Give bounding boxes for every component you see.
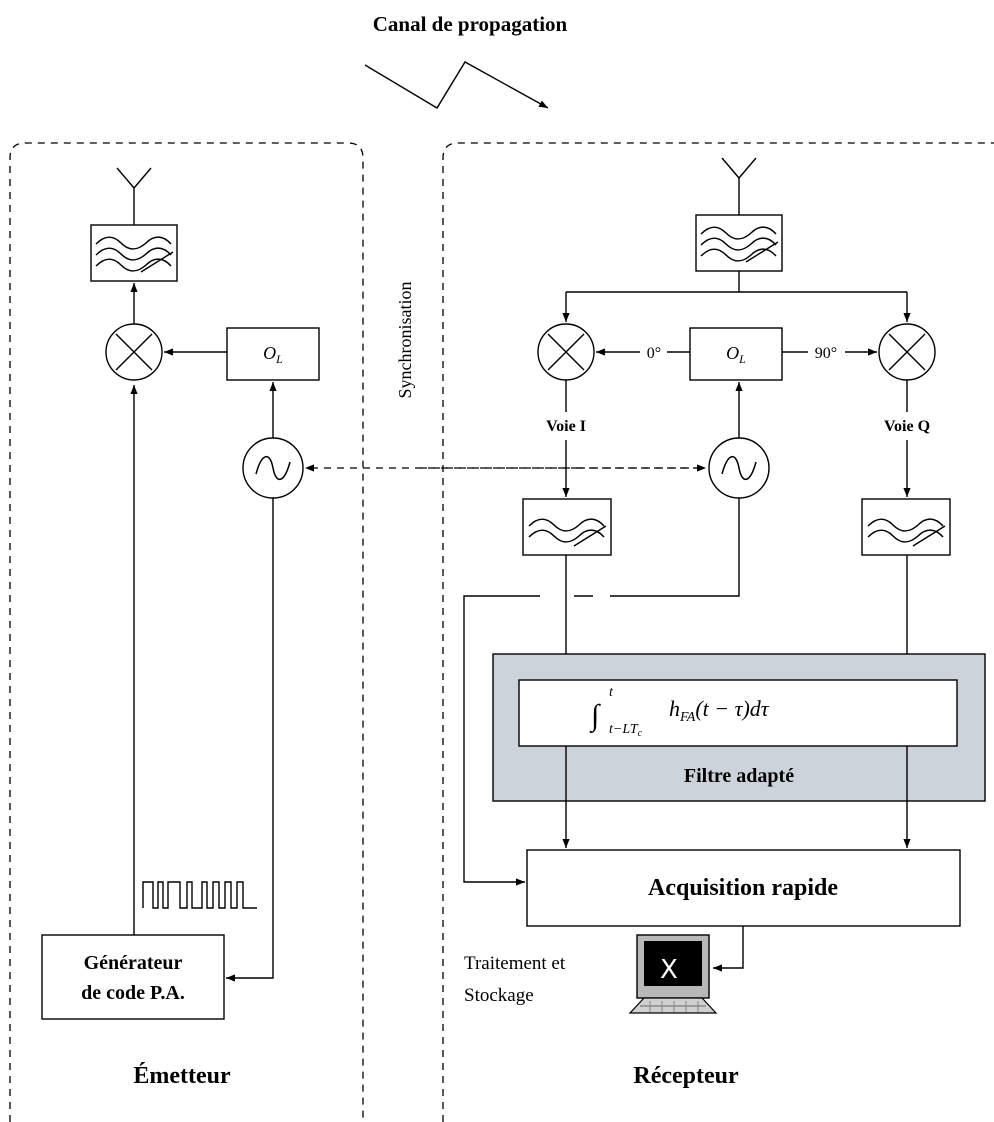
svg-text:OL: OL (263, 343, 283, 366)
svg-text:OL: OL (726, 343, 746, 366)
diagram-title: Canal de propagation (373, 12, 568, 36)
emitter-antenna-icon (116, 167, 152, 225)
emitter-mixer-icon (105, 323, 163, 381)
svg-text:∫: ∫ (589, 699, 601, 734)
voie-i-label: Voie I (546, 418, 586, 435)
code-generator-block: Générateur de code P.A. (41, 934, 225, 1020)
mixer-q-icon (878, 323, 936, 381)
emitter-enclosure (9, 142, 364, 1122)
phase-0-label: 0° (647, 345, 661, 362)
receiver-local-oscillator: OL (689, 327, 783, 381)
emitter-label: Émetteur (133, 1063, 231, 1089)
receiver-bandpass-filter-icon (695, 214, 783, 272)
svg-text:t: t (609, 685, 614, 700)
generator-line2: de code P.A. (81, 982, 185, 1004)
acquisition-to-computer-arrow (713, 926, 744, 972)
receiver-oscillator-icon (708, 437, 770, 499)
emitter-local-oscillator: OL (226, 327, 320, 381)
generator-line1: Générateur (84, 952, 183, 974)
computer-screen-glyph: X (660, 955, 678, 985)
processing-line2: Stockage (464, 985, 534, 1006)
emitter-bandpass-filter-icon (90, 224, 178, 282)
computer-icon: X (628, 934, 718, 1014)
acquisition-block: Acquisition rapide (526, 849, 961, 927)
acquisition-label: Acquisition rapide (648, 875, 838, 901)
processing-line1: Traitement et (464, 953, 566, 974)
phase-90-label: 90° (815, 345, 837, 362)
receiver-label: Récepteur (633, 1063, 739, 1089)
emitter-oscillator-icon (242, 437, 304, 499)
receiver-antenna-icon (721, 157, 757, 215)
osc-to-generator-arrow (226, 498, 274, 982)
receiver-enclosure (442, 142, 994, 1122)
matched-filter-block: ∫ t t−LTc hFA(t − τ)dτ Filtre adapté (492, 653, 986, 802)
lowpass-filter-i-icon (522, 498, 612, 556)
pn-code-waveform-icon (142, 881, 257, 909)
propagation-channel-arrow (364, 61, 549, 109)
lowpass-filter-q-icon (861, 498, 951, 556)
matched-filter-label: Filtre adapté (684, 765, 794, 787)
osc-to-acquisition-arrow (463, 595, 540, 886)
mixer-i-icon (537, 323, 595, 381)
voie-q-label: Voie Q (884, 418, 930, 435)
synchronisation-label: Synchronisation (395, 282, 415, 399)
svg-text:t−LTc: t−LTc (609, 722, 643, 739)
